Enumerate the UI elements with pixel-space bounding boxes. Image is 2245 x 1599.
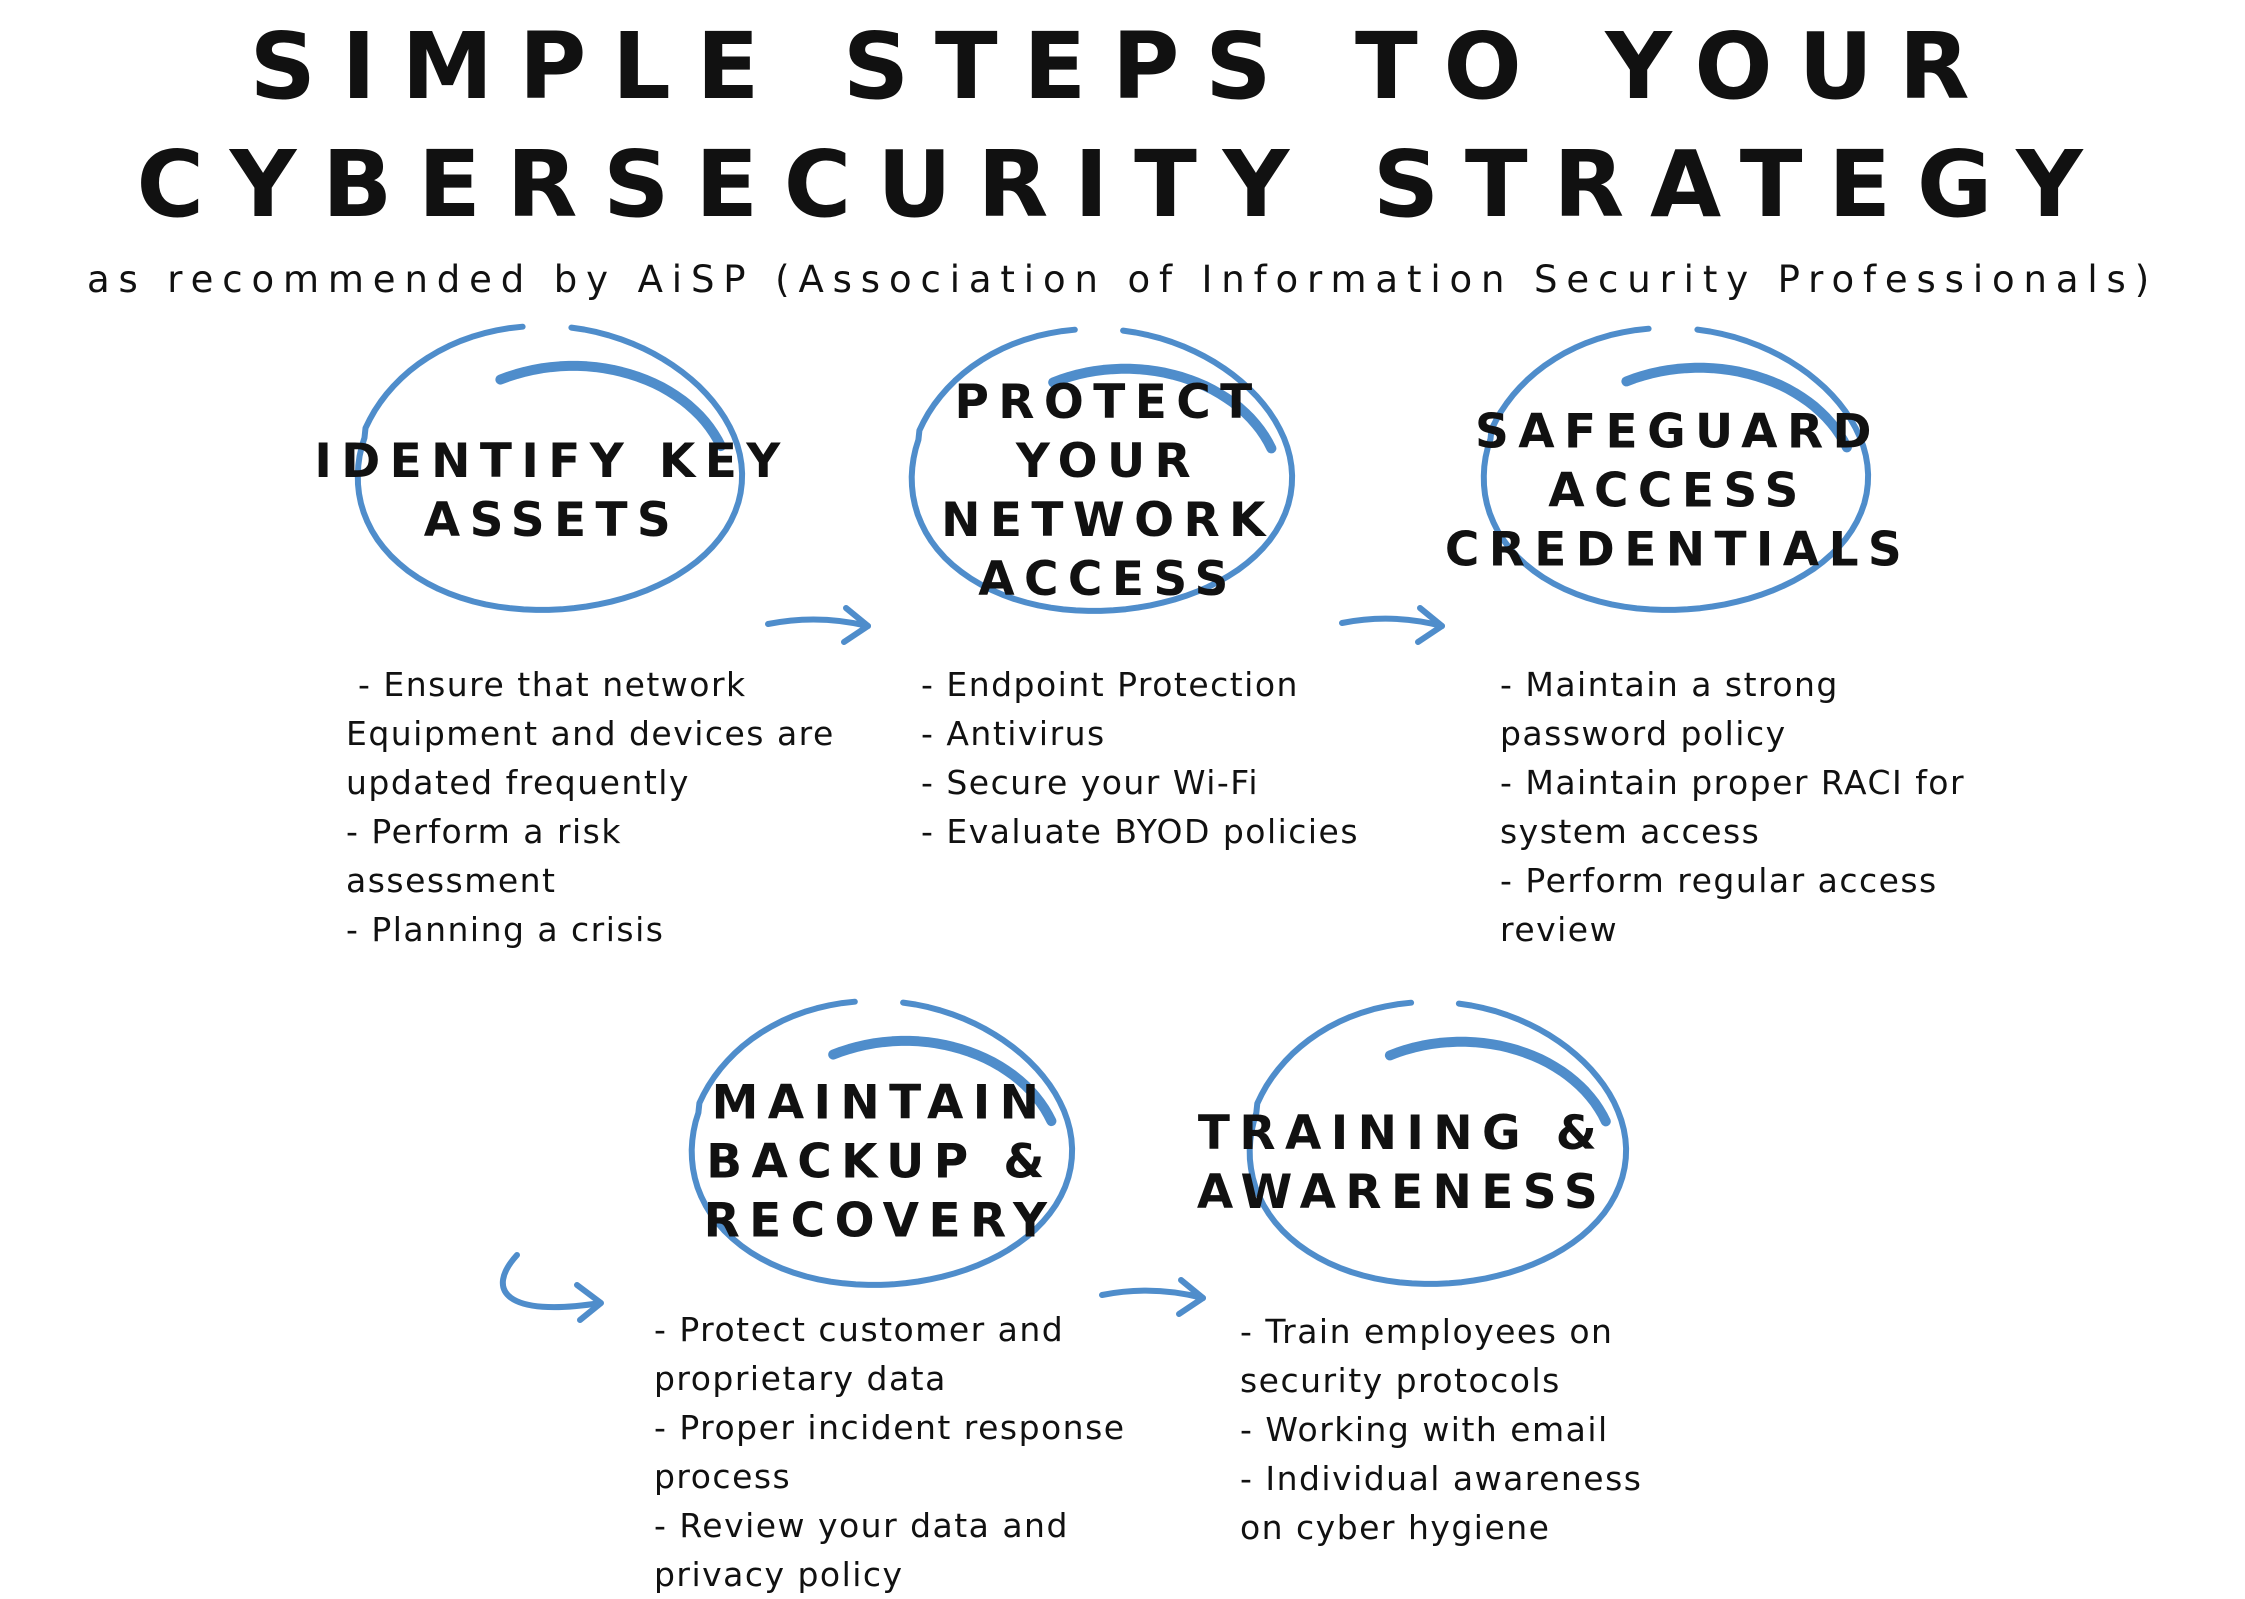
- step-4-title: MAINTAIN BACKUP & RECOVERY: [704, 1074, 1057, 1251]
- step-2-bullet: - Evaluate BYOD policies: [921, 812, 1360, 851]
- page-title: SIMPLE STEPS TO YOUR CYBERSECURITY STRAT…: [0, 8, 2245, 244]
- arrow-to-step-4-shaft-icon: [499, 1252, 603, 1311]
- step-2-title: PROTECT YOUR NETWORK ACCESS: [941, 373, 1275, 609]
- step-2-circle-stroke: [1048, 363, 1277, 454]
- step-3-bullet-list: - Maintain a strong password policy - Ma…: [1500, 660, 1965, 954]
- step-2-title-line: NETWORK: [941, 493, 1275, 548]
- step-1-bullet: - Planning a crisis: [346, 910, 665, 949]
- step-2-bullet: - Antivirus: [921, 714, 1106, 753]
- step-3-circle-stroke: [1621, 362, 1852, 453]
- step-1-bullet: - Ensure that network: [358, 665, 747, 704]
- step-1-bullet: Equipment and devices are: [346, 714, 835, 753]
- step-3-title-line: CREDENTIALS: [1444, 522, 1912, 578]
- step-3-circle-loop: [1480, 325, 1872, 613]
- page-title-line-1: SIMPLE STEPS TO YOUR: [249, 13, 1996, 120]
- step-2-title-line: PROTECT: [954, 375, 1262, 430]
- step-5-bullet: security protocols: [1240, 1361, 1561, 1400]
- step-4-circle-loop: [688, 998, 1076, 1288]
- step-2-title-line: ACCESS: [978, 552, 1238, 607]
- step-2-bullet-list: - Endpoint Protection - Antivirus - Secu…: [921, 660, 1359, 856]
- arrow-step-1-to-2-icon-shaft: [765, 616, 871, 629]
- step-1-title-line: ASSETS: [423, 493, 681, 548]
- step-4-title-line: MAINTAIN: [711, 1075, 1049, 1131]
- step-4-bullet: - Review your data and: [654, 1506, 1069, 1545]
- step-4-bullet: - Protect customer and: [654, 1310, 1065, 1349]
- step-4-bullet: - Proper incident response: [654, 1408, 1126, 1447]
- step-1-circle-loop: [354, 323, 746, 613]
- step-4-title-line: RECOVERY: [703, 1193, 1057, 1249]
- step-1-title: IDENTIFY KEY ASSETS: [314, 432, 789, 550]
- step-4-bullet: privacy policy: [654, 1555, 904, 1594]
- page-subtitle: as recommended by AiSP (Association of I…: [86, 258, 2159, 301]
- step-1-bullet: - Perform a risk: [346, 812, 622, 851]
- step-4-title-line: BACKUP &: [706, 1134, 1054, 1190]
- step-5-bullet: on cyber hygiene: [1240, 1508, 1551, 1547]
- arrow-step-1-to-2-icon-head: [841, 605, 871, 645]
- step-5-bullet: - Train employees on: [1240, 1312, 1614, 1351]
- step-5-bullet-list: - Train employees on security protocols …: [1240, 1307, 1642, 1552]
- step-4-bullet: proprietary data: [654, 1359, 947, 1398]
- arrow-step-2-to-3-icon-shaft: [1339, 615, 1445, 629]
- step-1-bullet: assessment: [346, 861, 557, 900]
- page-title-line-2: CYBERSECURITY STRATEGY: [136, 131, 2109, 238]
- step-5-title-line: AWARENESS: [1196, 1165, 1608, 1220]
- step-5-circle-loop: [1246, 999, 1630, 1287]
- step-3-bullet: - Maintain a strong: [1500, 665, 1839, 704]
- step-1-bullet: updated frequently: [346, 763, 690, 802]
- step-5-circle-stroke: [1384, 1036, 1611, 1127]
- step-2-circle-loop: [908, 326, 1296, 614]
- arrow-to-step-4-head-icon: [574, 1282, 604, 1323]
- step-3-bullet: password policy: [1500, 714, 1787, 753]
- step-1-bullet-list: - Ensure that network Equipment and devi…: [346, 660, 835, 954]
- step-4-bullet-list: - Protect customer and proprietary data …: [654, 1305, 1126, 1599]
- step-3-title: SAFEGUARD ACCESS CREDENTIALS: [1445, 403, 1911, 580]
- step-5-title-line: TRAINING &: [1197, 1106, 1607, 1161]
- arrow-step-4-to-5-icon-shaft: [1099, 1287, 1206, 1301]
- step-1-title-line: IDENTIFY KEY: [314, 434, 790, 489]
- step-2-bullet: - Secure your Wi-Fi: [921, 763, 1259, 802]
- step-3-bullet: system access: [1500, 812, 1761, 851]
- arrow-step-2-to-3-icon-head: [1415, 605, 1445, 645]
- step-5-title: TRAINING & AWARENESS: [1197, 1104, 1607, 1222]
- arrow-step-4-to-5-icon-head: [1176, 1277, 1206, 1317]
- step-1-circle-stroke: [495, 360, 726, 452]
- step-3-title-line: ACCESS: [1548, 463, 1808, 519]
- step-4-bullet: process: [654, 1457, 792, 1496]
- step-3-title-line: SAFEGUARD: [1475, 404, 1881, 460]
- step-5-bullet: - Working with email: [1240, 1410, 1609, 1449]
- step-5-bullet: - Individual awareness: [1240, 1459, 1643, 1498]
- step-3-bullet: - Maintain proper RACI for: [1500, 763, 1966, 802]
- step-4-circle-stroke: [828, 1035, 1057, 1127]
- step-3-bullet: - Perform regular access: [1500, 861, 1938, 900]
- step-2-bullet: - Endpoint Protection: [921, 665, 1299, 704]
- step-3-bullet: review: [1500, 910, 1619, 949]
- step-2-title-line: YOUR: [1015, 434, 1201, 489]
